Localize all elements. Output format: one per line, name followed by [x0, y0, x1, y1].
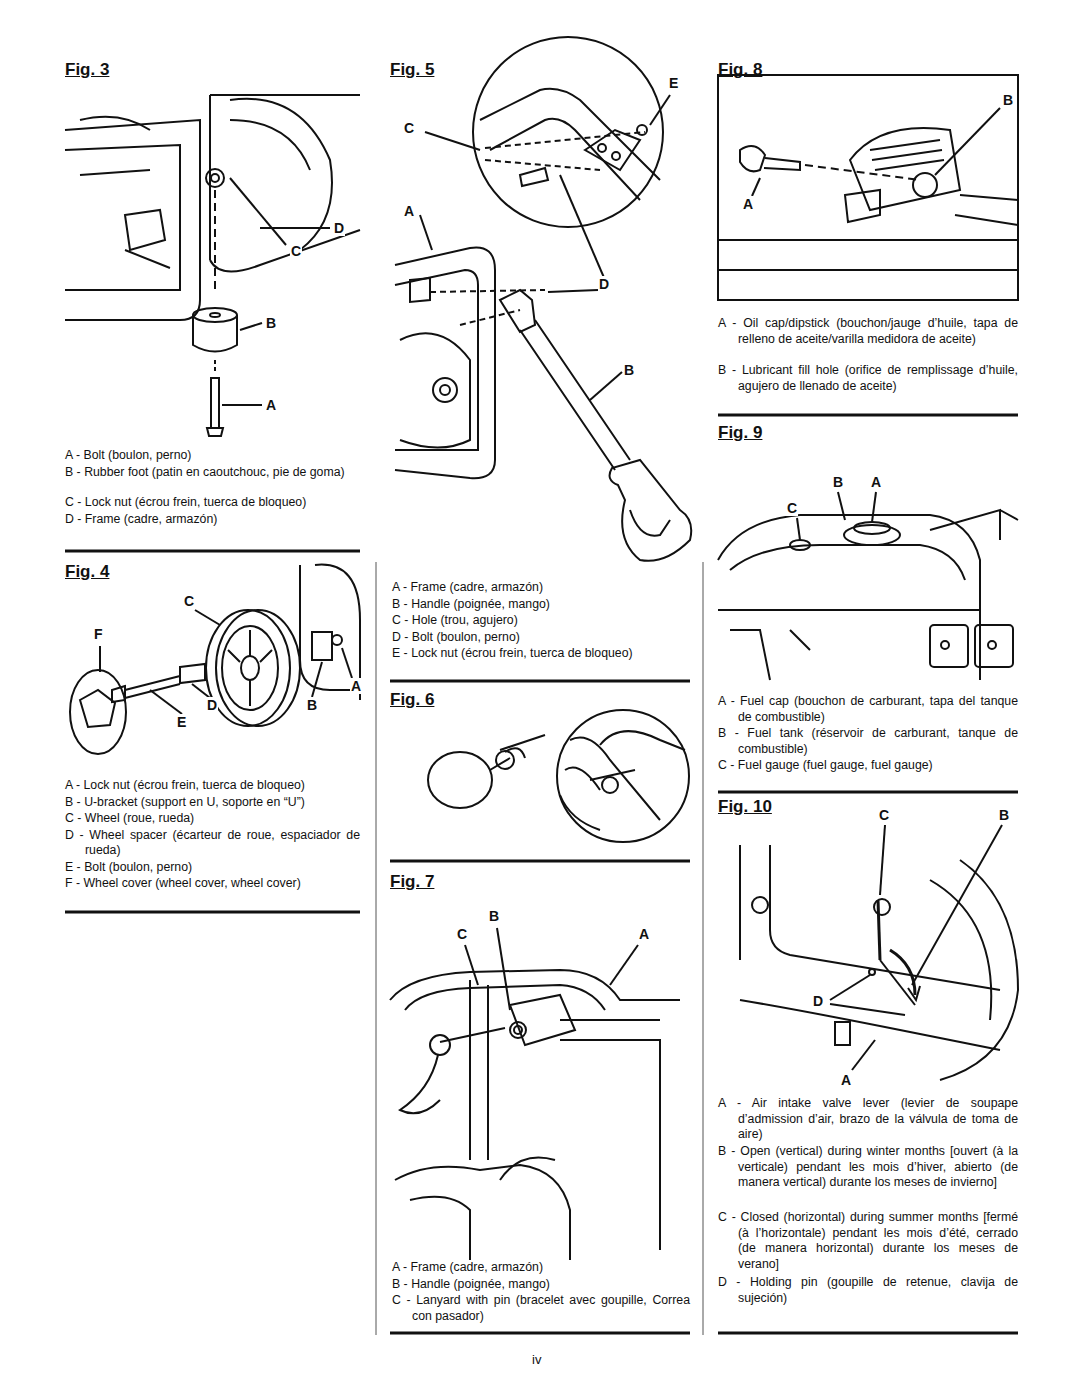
parts-list-item: E - Lock nut (écrou frein, tuerca de blo…: [392, 646, 690, 662]
parts-list-item: C - Lock nut (écrou frein, tuerca de blo…: [65, 495, 360, 511]
parts-list-item: D - Wheel spacer (écarteur de roue, espa…: [65, 828, 360, 859]
parts-list-item: B - Handle (poignée, mango): [392, 597, 690, 613]
parts-list-item: C - Hole (trou, agujero): [392, 613, 690, 629]
parts-list-item: A - Frame (cadre, armazón): [392, 580, 690, 596]
callout-letter: A: [870, 474, 882, 490]
fig5-drawing: [395, 37, 691, 561]
callout-letter: A: [840, 1072, 852, 1088]
callout-letter: C: [290, 243, 302, 259]
parts-list-item: B - Lubricant fill hole (orifice de remp…: [718, 363, 1018, 394]
parts-list-item: B - Rubber foot (patin en caoutchouc, pi…: [65, 465, 360, 481]
callout-letter: A: [265, 397, 277, 413]
parts-list-item: A - Frame (cadre, armazón): [392, 1260, 690, 1276]
parts-list-item: D - Holding pin (goupille de retenue, cl…: [718, 1275, 1018, 1306]
callout-letter: E: [668, 75, 679, 91]
figure-title: Fig. 7: [390, 872, 434, 892]
callout-letter: F: [93, 626, 104, 642]
parts-list-item: B - Handle (poignée, mango): [392, 1277, 690, 1293]
callout-letter: B: [488, 908, 500, 924]
callout-letter: B: [306, 697, 318, 713]
figure-title: Fig. 4: [65, 562, 109, 582]
parts-list-item: B - U-bracket (support en U, soporte en …: [65, 795, 360, 811]
fig4-drawing: [70, 565, 360, 754]
figure-title: Fig. 6: [390, 690, 434, 710]
fig7-drawing: [390, 928, 680, 1260]
callout-letter: C: [403, 120, 415, 136]
fig6-drawing: [428, 710, 689, 842]
figure-title: Fig. 5: [390, 60, 434, 80]
callout-letter: D: [333, 220, 345, 236]
callout-letter: C: [878, 807, 890, 823]
fig8-drawing: [718, 75, 1018, 300]
callout-letter: A: [742, 196, 754, 212]
parts-list-item: B - Fuel tank (réservoir de carburant, t…: [718, 726, 1018, 757]
callout-letter: B: [265, 315, 277, 331]
callout-letter: A: [403, 203, 415, 219]
callout-letter: D: [206, 697, 218, 713]
parts-list-item: D - Bolt (boulon, perno): [392, 630, 690, 646]
parts-list-item: F - Wheel cover (wheel cover, wheel cove…: [65, 876, 360, 892]
callout-letter: C: [786, 500, 798, 516]
column-lines: [376, 562, 703, 1335]
figure-title: Fig. 10: [718, 797, 772, 817]
page-number: iv: [532, 1352, 541, 1367]
callout-letter: E: [176, 714, 187, 730]
callout-letter: B: [998, 807, 1010, 823]
callout-letter: B: [832, 474, 844, 490]
callout-letter: B: [1002, 92, 1014, 108]
figure-title: Fig. 8: [718, 60, 762, 80]
parts-list-item: A - Air intake valve lever (levier de so…: [718, 1096, 1018, 1143]
callout-letter: D: [812, 993, 824, 1009]
callout-letter: C: [456, 926, 468, 942]
figure-title: Fig. 3: [65, 60, 109, 80]
callout-letter: A: [638, 926, 650, 942]
parts-list-item: A - Oil cap/dipstick (bouchon/jauge d’hu…: [718, 316, 1018, 347]
parts-list-item: A - Lock nut (écrou frein, tuerca de blo…: [65, 778, 360, 794]
parts-list-item: A - Fuel cap (bouchon de carburant, tapa…: [718, 694, 1018, 725]
parts-list-item: C - Lanyard with pin (bracelet avec goup…: [392, 1293, 690, 1324]
fig9-drawing: [718, 492, 1018, 680]
parts-list-item: E - Bolt (boulon, perno): [65, 860, 360, 876]
fig10-drawing: [740, 825, 1018, 1080]
callout-letter: C: [183, 593, 195, 609]
fig3-drawing: [65, 95, 360, 436]
callout-letter: A: [350, 678, 362, 694]
parts-list-item: C - Fuel gauge (fuel gauge, fuel gauge): [718, 758, 1018, 774]
parts-list-item: A - Bolt (boulon, perno): [65, 448, 360, 464]
parts-list-item: C - Closed (horizontal) during summer mo…: [718, 1210, 1018, 1272]
callout-letter: D: [598, 276, 610, 292]
parts-list-item: D - Frame (cadre, armazón): [65, 512, 360, 528]
parts-list-item: C - Wheel (roue, rueda): [65, 811, 360, 827]
figure-title: Fig. 9: [718, 423, 762, 443]
parts-list-item: B - Open (vertical) during winter months…: [718, 1144, 1018, 1191]
rules: [65, 415, 1018, 1333]
callout-letter: B: [623, 362, 635, 378]
